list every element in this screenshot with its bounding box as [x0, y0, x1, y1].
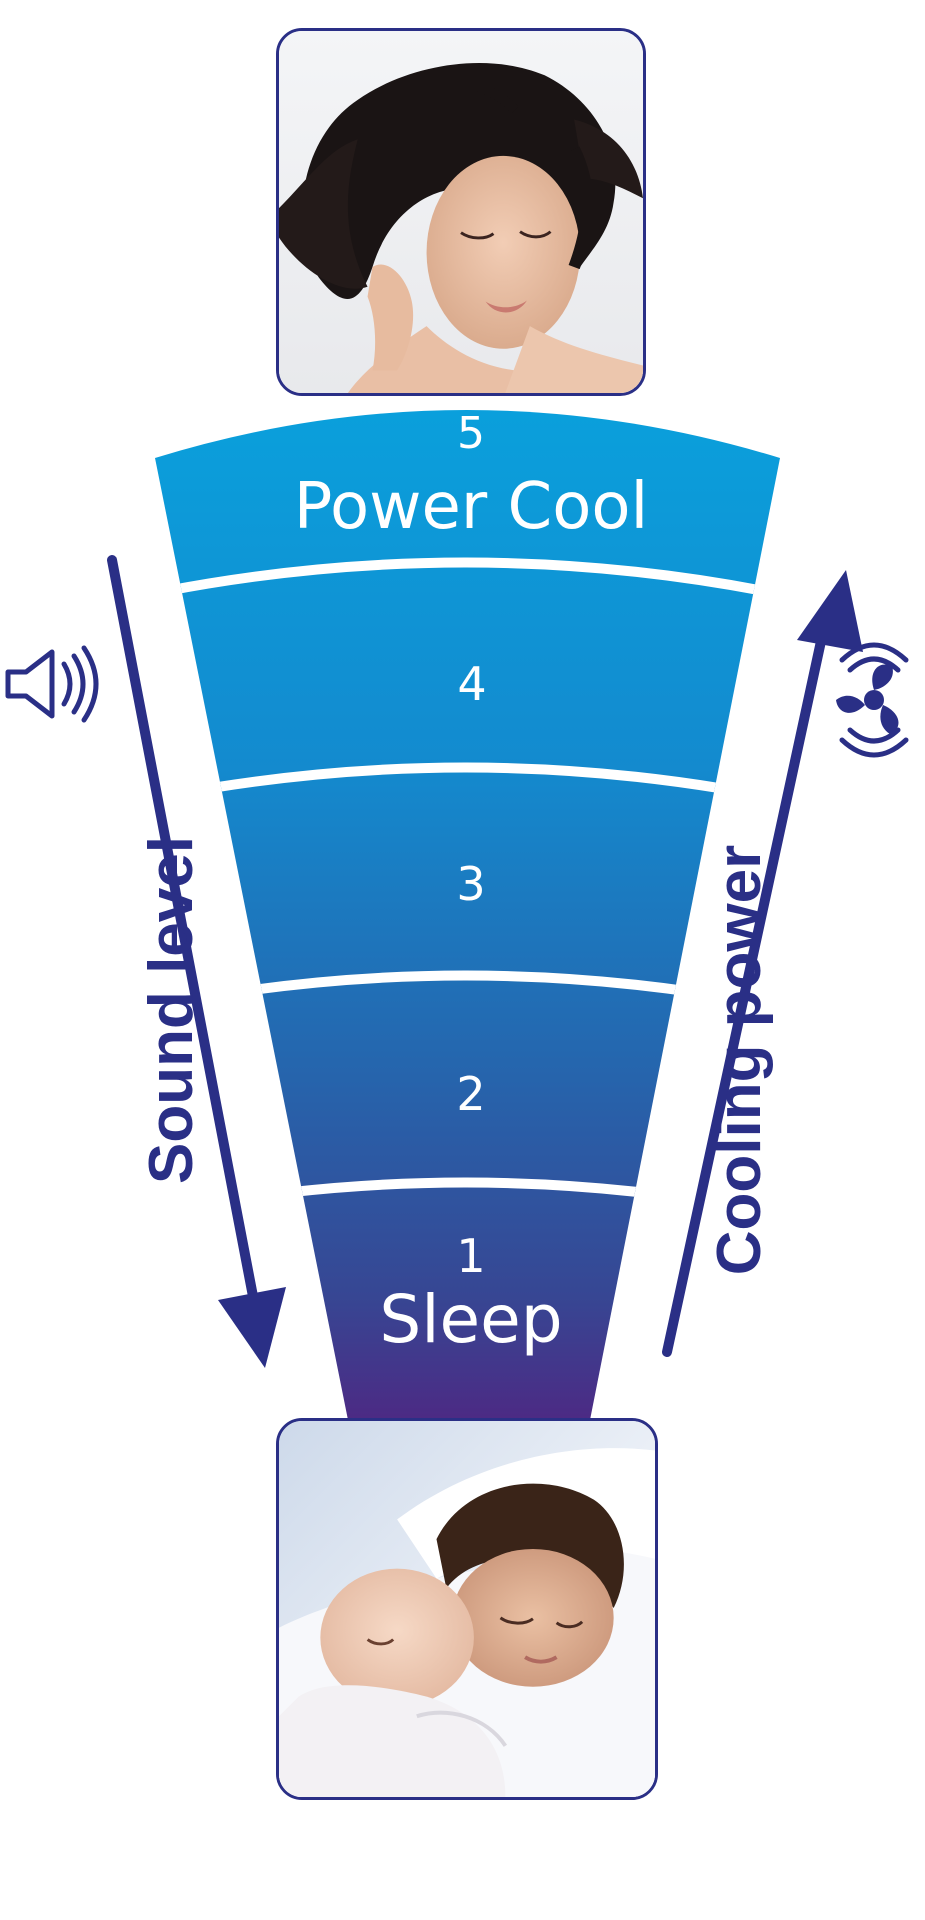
speaker-icon: [5, 645, 99, 723]
mother-baby-image: [279, 1421, 655, 1797]
level-4-number: 4: [457, 657, 486, 711]
sound-level-arrow: [107, 555, 286, 1368]
mother-baby-sleeping-photo: [276, 1418, 658, 1800]
woman-windblown-photo: [276, 28, 646, 396]
level-1-name: Sleep: [379, 1281, 562, 1358]
funnel-body: [155, 410, 780, 1420]
level-5-name: Power Cool: [294, 470, 649, 544]
cooling-power-arrow: [662, 570, 863, 1357]
separator-5-4: [155, 557, 780, 610]
level-3-number: 3: [456, 857, 485, 911]
level-2-number: 2: [456, 1067, 485, 1121]
sound-level-label: Sound level: [137, 836, 206, 1184]
level-1-number: 1: [456, 1229, 485, 1283]
level-5-number: 5: [457, 408, 485, 459]
woman-windblown-image: [279, 31, 643, 393]
cooling-power-label: Cooling power: [705, 845, 774, 1276]
fan-icon: [836, 642, 909, 758]
